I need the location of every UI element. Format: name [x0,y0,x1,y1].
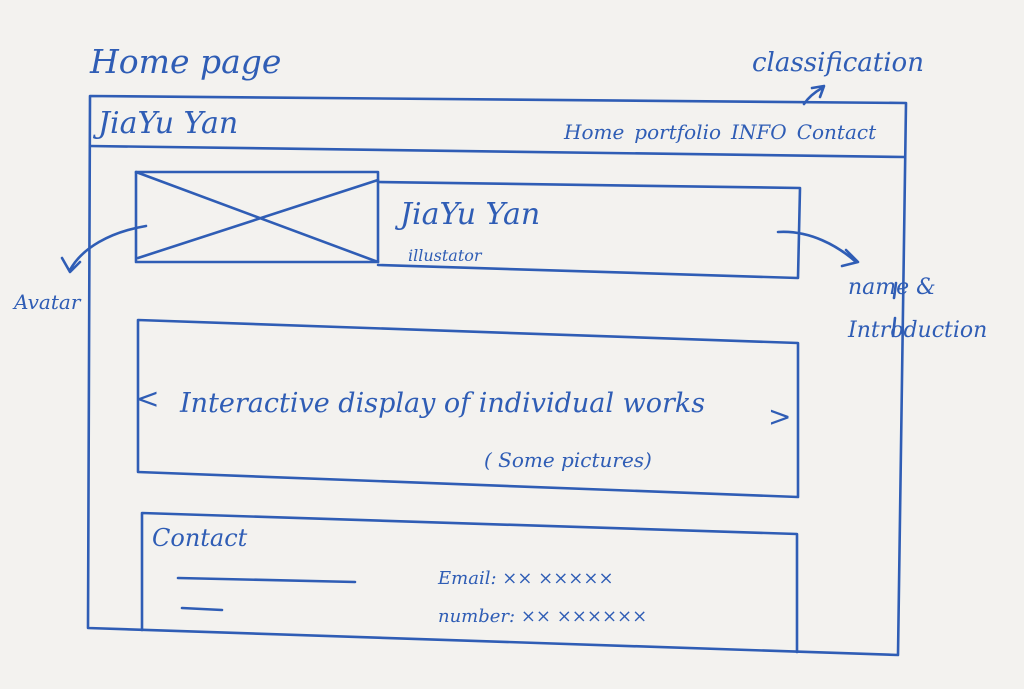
contact-number: number: ×× ×××××× [438,606,648,627]
name-intro-arrow [776,230,860,268]
name-intro-connector [892,281,898,300]
page-title: Home page [90,42,282,81]
carousel-next-button[interactable]: > [768,400,792,433]
classification-annotation: classification [752,48,924,78]
nav-contact[interactable]: Contact [796,120,877,144]
contact-title: Contact [152,524,248,552]
contact-email: Email: ×× ××××× [438,568,614,589]
nav-home[interactable]: Home [564,120,625,144]
nav-portfolio[interactable]: portfolio [634,120,722,144]
intro-connector [891,316,897,338]
carousel-box [136,318,800,499]
contact-box [140,511,799,654]
name-intro-annotation-line1: name & [848,275,936,300]
contact-line-1 [176,576,357,584]
carousel-subcaption: ( Some pictures) [484,448,652,472]
contact-line-2 [180,606,224,612]
profile-name: JiaYu Yan [400,197,541,232]
name-intro-annotation-line2: Introduction [848,318,988,343]
avatar-placeholder [134,170,380,264]
page-frame [86,94,908,657]
profile-role: illustator [408,246,482,265]
carousel-caption: Interactive display of individual works [180,388,706,419]
avatar-annotation: Avatar [14,290,81,314]
avatar-cross [134,170,380,264]
header-divider [88,144,907,159]
classification-arrow [802,84,826,106]
avatar-arrow [60,224,148,274]
carousel-prev-button[interactable]: < [136,382,160,415]
top-nav: Home portfolio INFO Contact [564,120,876,144]
site-name[interactable]: JiaYu Yan [98,106,239,141]
nav-info[interactable]: INFO [731,120,787,144]
